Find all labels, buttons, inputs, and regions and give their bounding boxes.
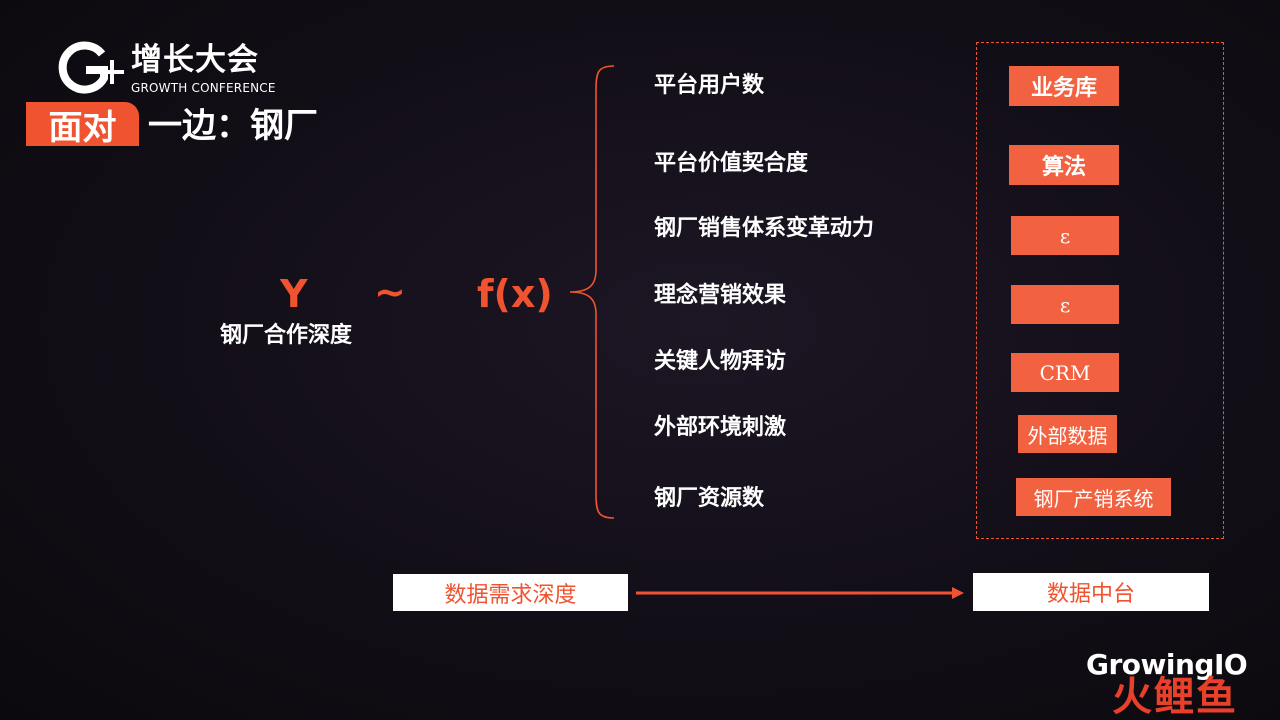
factor-item: 理念营销效果 [654, 283, 787, 308]
formula-tilde: ~ [374, 270, 406, 314]
page-title: 一边：钢厂 [148, 106, 318, 146]
source-tag: CRM [1011, 353, 1119, 392]
demand-depth-box: 数据需求深度 [393, 574, 628, 611]
huoliyu-logo: 火鲤鱼 [1112, 674, 1238, 720]
growingio-logo: GrowingIO [1086, 648, 1248, 681]
source-tag: 外部数据 [1018, 415, 1117, 453]
data-source-panel [976, 42, 1224, 539]
formula-y: Y [280, 272, 308, 316]
title-tag: 面对 [26, 102, 139, 148]
source-tag: ε [1011, 216, 1119, 255]
g-plus-logo-icon [58, 41, 124, 94]
logo-chinese-text: 增长大会 [131, 42, 259, 78]
source-tag: 业务库 [1009, 66, 1119, 106]
factor-item: 外部环境刺激 [654, 415, 787, 440]
source-tag: 钢厂产销系统 [1016, 478, 1171, 516]
factor-item: 平台用户数 [654, 73, 765, 98]
source-tag: 算法 [1009, 145, 1119, 185]
formula-subtitle: 钢厂合作深度 [220, 323, 353, 348]
formula-fx: f(x) [477, 272, 553, 316]
data-platform-box: 数据中台 [973, 573, 1209, 611]
factor-item: 关键人物拜访 [654, 349, 787, 374]
factor-item: 钢厂销售体系变革动力 [654, 216, 875, 241]
curly-bracket [569, 65, 615, 519]
factor-item: 平台价值契合度 [654, 151, 809, 176]
logo-english-text: GROWTH CONFERENCE [131, 81, 276, 95]
arrow-right-icon [636, 587, 964, 599]
source-tag: ε [1011, 285, 1119, 324]
factor-item: 钢厂资源数 [654, 486, 765, 511]
